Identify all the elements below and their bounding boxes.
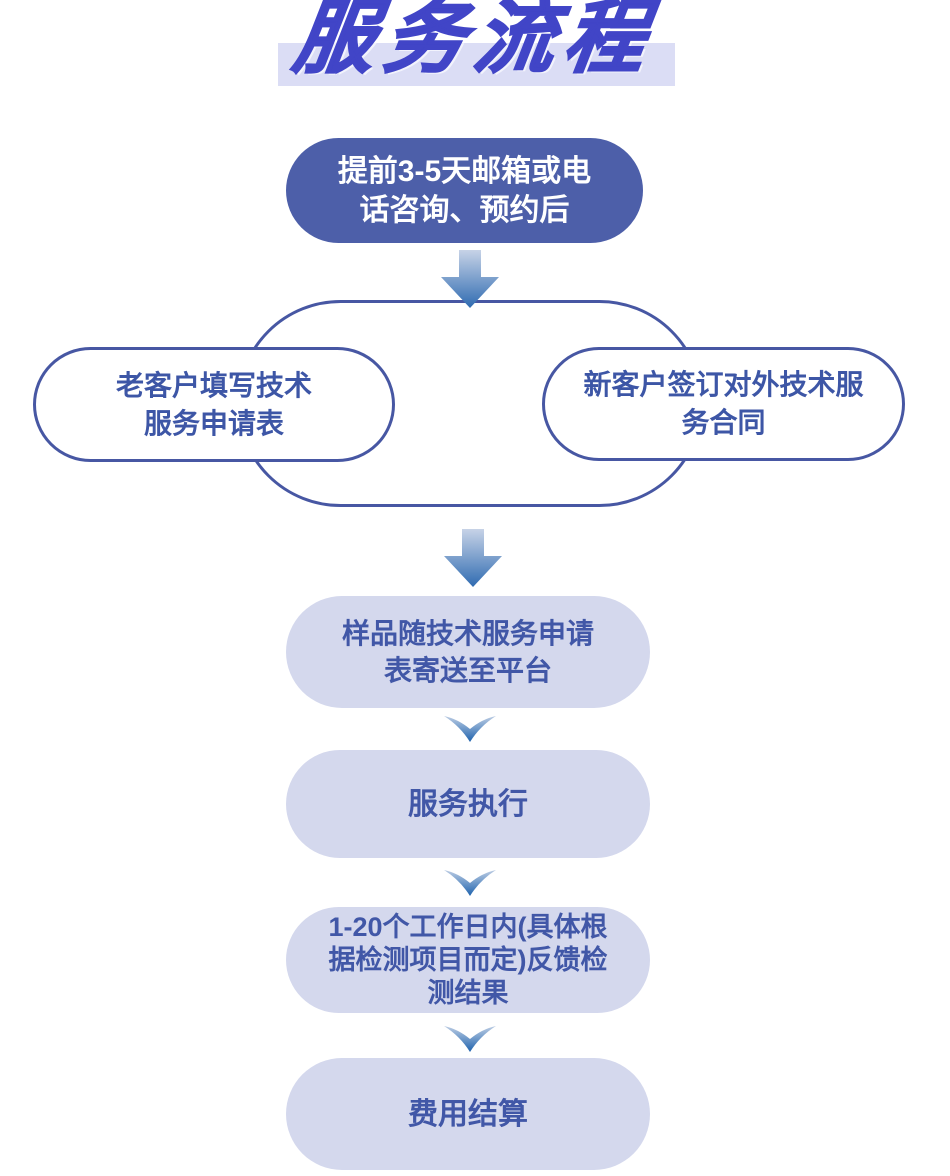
flow-step-settlement: 费用结算: [286, 1058, 650, 1170]
flow-step-results-line2: 据检测项目而定)反馈检: [328, 944, 608, 975]
flow-step-results: 1-20个工作日内(具体根 据检测项目而定)反馈检 测结果: [286, 907, 650, 1013]
flow-step-samples-line2: 表寄送至平台: [383, 655, 552, 686]
flow-step-samples-line1: 样品随技术服务申请: [341, 618, 594, 649]
branch-old-customer-line1: 老客户填写技术: [115, 369, 312, 401]
down-arrow-icon: [441, 250, 499, 308]
flow-step-results-line3: 测结果: [427, 977, 509, 1008]
chevron-down-icon: [444, 870, 496, 896]
chevron-down-icon: [444, 1026, 496, 1052]
branch-old-customer-line2: 服务申请表: [143, 407, 284, 439]
chevron-down-icon: [444, 716, 496, 742]
branch-new-customer-line2: 务合同: [681, 407, 766, 438]
flow-step-settlement-line1: 费用结算: [408, 1097, 528, 1131]
branch-new-customer-line1: 新客户签订对外技术服: [583, 369, 864, 400]
page-title: 服务流程: [288, 0, 663, 83]
down-arrow-icon: [444, 529, 502, 587]
flow-step-contact: 提前3-5天邮箱或电 话咨询、预约后: [286, 138, 643, 243]
branch-old-customer-pill: 老客户填写技术 服务申请表: [33, 347, 395, 462]
flow-step-execution: 服务执行: [286, 750, 650, 858]
flow-step-contact-line1: 提前3-5天邮箱或电: [337, 154, 592, 188]
branch-new-customer-pill: 新客户签订对外技术服 务合同: [542, 347, 905, 461]
flow-step-samples: 样品随技术服务申请 表寄送至平台: [286, 596, 650, 708]
flow-step-results-line1: 1-20个工作日内(具体根: [328, 911, 608, 942]
title-highlight-band: [278, 43, 675, 86]
flow-step-contact-line2: 话咨询、预约后: [359, 193, 570, 227]
flow-step-execution-line1: 服务执行: [408, 787, 528, 821]
